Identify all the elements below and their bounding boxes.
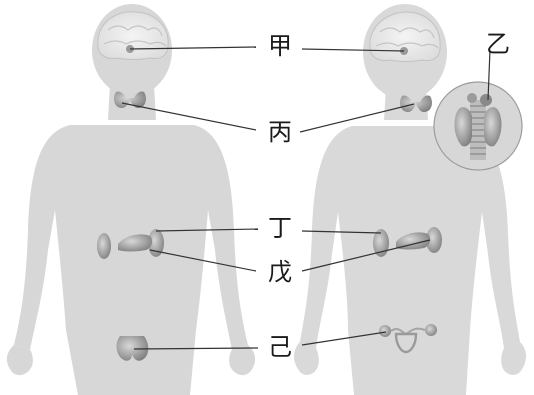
label-ding: 丁 bbox=[260, 214, 300, 242]
parathyroid-zoom bbox=[480, 94, 492, 106]
kidney-left-a bbox=[97, 233, 111, 259]
label-yi: 乙 bbox=[478, 30, 518, 58]
label-bing: 丙 bbox=[260, 118, 300, 146]
zoom-circle bbox=[434, 82, 522, 170]
ovary-right-b bbox=[425, 324, 437, 336]
label-ji: 己 bbox=[260, 333, 300, 361]
right-body bbox=[294, 4, 526, 395]
label-wu: 戊 bbox=[260, 258, 300, 286]
label-jia: 甲 bbox=[260, 32, 300, 60]
ovary-right-a bbox=[379, 325, 391, 337]
